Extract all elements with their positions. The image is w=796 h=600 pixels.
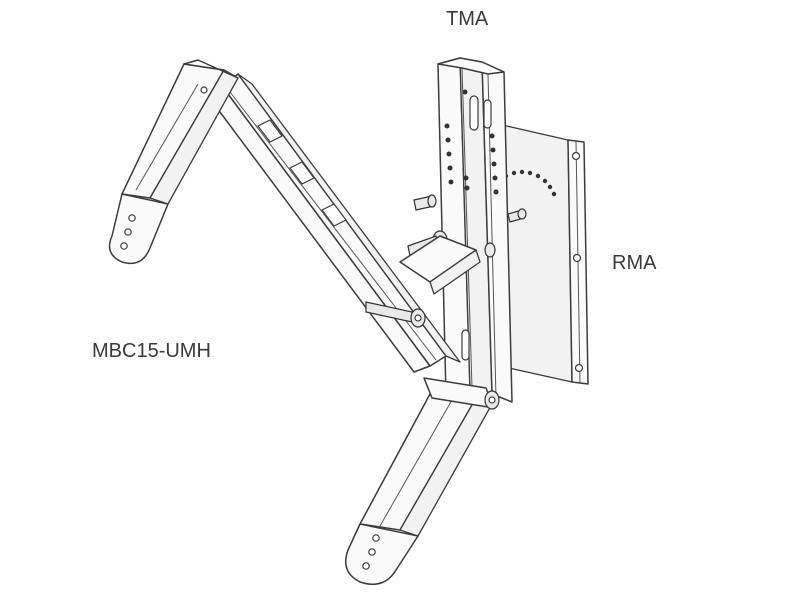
top-bolt: [413, 194, 437, 211]
rear-pin: [507, 208, 527, 223]
label-bracket: MBC15-UMH: [92, 340, 211, 362]
upper-left-plate: [108, 59, 239, 265]
lower-arm: [345, 377, 500, 585]
lower-pivot-bolt: [484, 390, 500, 410]
tilt-hole-arc: [503, 169, 557, 197]
label-top-mount: TMA: [446, 8, 489, 30]
label-rear-mount: RMA: [612, 252, 657, 274]
top-mount-channel: [413, 57, 513, 403]
rear-mount-plate: [497, 123, 589, 385]
